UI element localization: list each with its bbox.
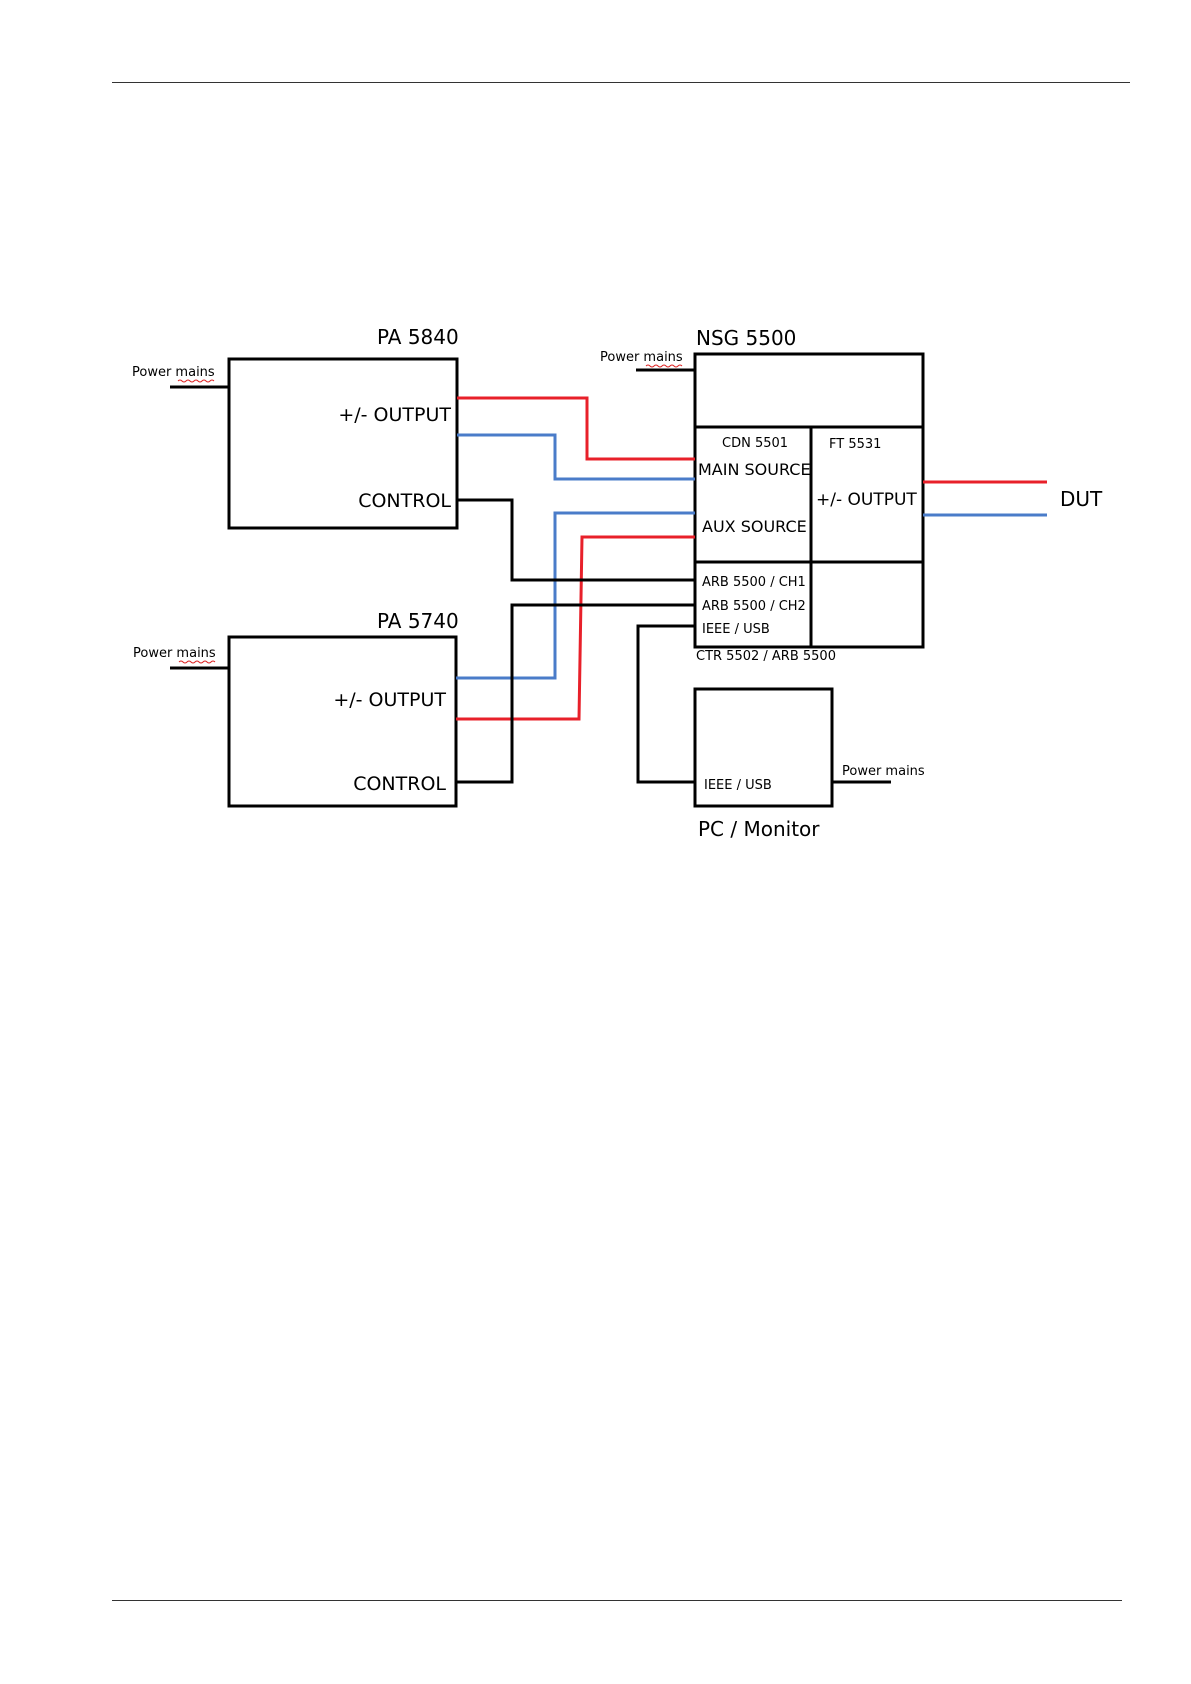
pa5840-negative-wire: [457, 435, 695, 479]
pc-power-label: Power mains: [842, 764, 925, 779]
ieee-usb-wire: [638, 626, 695, 782]
pa5840-spell-underline: [178, 380, 214, 382]
pa5840-unit: PA 5840 Power mains +/- OUTPUT CONTROL: [132, 325, 459, 528]
pc-monitor-title: PC / Monitor: [698, 817, 820, 841]
ft5531-output-label: +/- OUTPUT: [816, 490, 917, 510]
pa5840-output-label: +/- OUTPUT: [338, 404, 451, 426]
pa5840-power-label: Power mains: [132, 365, 215, 380]
wires: [456, 398, 1047, 782]
pa5840-title: PA 5840: [377, 325, 459, 349]
main-source-label: MAIN SOURCE: [698, 460, 811, 479]
ieee-usb-port-label: IEEE / USB: [702, 622, 770, 637]
nsg5500-title: NSG 5500: [696, 326, 796, 350]
nsg5500-power-label: Power mains: [600, 350, 683, 365]
nsg5500-spell-underline: [646, 365, 682, 367]
pc-port-label: IEEE / USB: [704, 778, 772, 793]
arb-ch2-label: ARB 5500 / CH2: [702, 599, 806, 614]
aux-source-label: AUX SOURCE: [702, 517, 807, 536]
pa5740-positive-wire: [456, 537, 695, 719]
nsg5500-unit: NSG 5500 Power mains CDN 5501 MAIN SOURC…: [600, 326, 923, 664]
pa5740-spell-underline: [179, 661, 215, 663]
dut-label: DUT: [1060, 487, 1103, 511]
pa5740-output-label: +/- OUTPUT: [333, 689, 446, 711]
pa5740-title: PA 5740: [377, 609, 459, 633]
pa5840-control-label: CONTROL: [358, 490, 451, 512]
arb-ch1-label: ARB 5500 / CH1: [702, 575, 806, 590]
pa5840-positive-wire: [457, 398, 695, 459]
pa5740-power-label: Power mains: [133, 646, 216, 661]
pc-monitor-unit: IEEE / USB Power mains PC / Monitor: [695, 689, 925, 841]
pa5740-unit: PA 5740 Power mains +/- OUTPUT CONTROL: [133, 609, 459, 806]
pa5740-control-label: CONTROL: [353, 773, 446, 795]
ft5531-label: FT 5531: [829, 437, 881, 452]
pa5740-control-wire: [456, 605, 695, 782]
ctr5502-label: CTR 5502 / ARB 5500: [696, 649, 836, 664]
cdn5501-label: CDN 5501: [722, 436, 788, 451]
